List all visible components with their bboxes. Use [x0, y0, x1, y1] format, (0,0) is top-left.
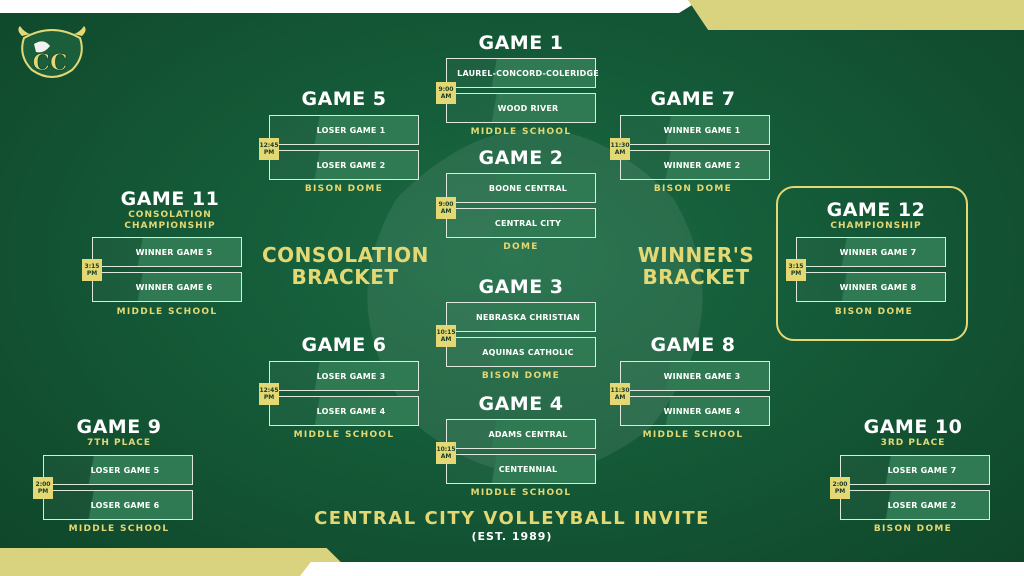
team-slot: LOSER GAME 6	[43, 490, 193, 520]
team-slot: WOOD RIVER	[446, 93, 596, 123]
game-11: GAME 11 CONSOLATION CHAMPIONSHIP	[75, 188, 265, 232]
team-slot: WINNER GAME 2	[620, 150, 770, 180]
game-title: GAME 12	[826, 199, 926, 221]
logo-text: CC	[32, 50, 67, 76]
team-slot: NEBRASKA CHRISTIAN	[446, 302, 596, 332]
top-left-stripe	[0, 0, 700, 13]
game-venue: MIDDLE SCHOOL	[68, 524, 170, 534]
top-right-stripe	[688, 0, 1024, 30]
game-title: GAME 3	[478, 276, 564, 298]
game-4: GAME 4	[426, 393, 616, 415]
team-slot: CENTRAL CITY	[446, 208, 596, 238]
team-slot: LAUREL-CONCORD-COLERIDGE	[446, 58, 599, 88]
game-venue: MIDDLE SCHOOL	[293, 430, 395, 440]
game-5: GAME 5	[249, 88, 439, 110]
team-slot: WINNER GAME 3	[620, 361, 770, 391]
game-2: GAME 2	[426, 147, 616, 169]
game-7: GAME 7	[598, 88, 788, 110]
game-10: GAME 10 3RD PLACE	[818, 416, 1008, 449]
game-subtitle: 3RD PLACE	[880, 438, 946, 448]
game-venue: MIDDLE SCHOOL	[470, 127, 572, 137]
game-venue: MIDDLE SCHOOL	[642, 430, 744, 440]
team-slot: LOSER GAME 5	[43, 455, 193, 485]
event-subtitle: (EST. 1989)	[471, 530, 553, 543]
team-slot: BOONE CENTRAL	[446, 173, 596, 203]
team-slot: LOSER GAME 4	[269, 396, 419, 426]
game-title: GAME 11	[120, 188, 220, 210]
game-title: GAME 7	[650, 88, 736, 110]
game-title: GAME 1	[478, 32, 564, 54]
team-slot: ADAMS CENTRAL	[446, 419, 596, 449]
team-slot: WINNER GAME 8	[796, 272, 946, 302]
game-venue: BISON DOME	[304, 184, 384, 194]
game-8: GAME 8	[598, 334, 788, 356]
game-venue: MIDDLE SCHOOL	[470, 488, 572, 498]
team-slot: CENTENNIAL	[446, 454, 596, 484]
game-title: GAME 9	[76, 416, 162, 438]
game-venue: BISON DOME	[481, 371, 561, 381]
game-title: GAME 6	[301, 334, 387, 356]
game-1: GAME 1	[426, 32, 616, 54]
team-slot: WINNER GAME 5	[92, 237, 242, 267]
game-subtitle: CONSOLATION	[128, 210, 212, 220]
team-slot: WINNER GAME 4	[620, 396, 770, 426]
game-12: GAME 12 CHAMPIONSHIP	[781, 199, 971, 232]
game-6: GAME 6	[249, 334, 439, 356]
game-9: GAME 9 7TH PLACE	[24, 416, 214, 449]
team-slot: LOSER GAME 7	[840, 455, 990, 485]
team-slot: LOSER GAME 1	[269, 115, 419, 145]
team-slot: WINNER GAME 7	[796, 237, 946, 267]
game-3: GAME 3	[426, 276, 616, 298]
championship-frame	[776, 186, 968, 341]
event-title: CENTRAL CITY VOLLEYBALL INVITE	[314, 508, 710, 529]
game-venue: BISON DOME	[873, 524, 953, 534]
game-title: GAME 8	[650, 334, 736, 356]
game-title: GAME 10	[863, 416, 963, 438]
game-venue: MIDDLE SCHOOL	[116, 307, 218, 317]
bottom-right-stripe	[300, 562, 1024, 576]
game-title: GAME 5	[301, 88, 387, 110]
team-slot: WINNER GAME 1	[620, 115, 770, 145]
bison-logo: CC	[18, 26, 86, 78]
game-venue: BISON DOME	[834, 307, 914, 317]
game-title: GAME 2	[478, 147, 564, 169]
game-venue: BISON DOME	[653, 184, 733, 194]
bottom-left-stripe	[0, 548, 355, 576]
team-slot: LOSER GAME 2	[269, 150, 419, 180]
game-subtitle: 7TH PLACE	[86, 438, 152, 448]
team-slot: AQUINAS CATHOLIC	[446, 337, 596, 367]
game-subtitle-2: CHAMPIONSHIP	[124, 221, 216, 231]
team-slot: LOSER GAME 3	[269, 361, 419, 391]
team-slot: LOSER GAME 2	[840, 490, 990, 520]
game-title: GAME 4	[478, 393, 564, 415]
game-subtitle: CHAMPIONSHIP	[830, 221, 922, 231]
game-venue: DOME	[503, 242, 539, 252]
team-slot: WINNER GAME 6	[92, 272, 242, 302]
